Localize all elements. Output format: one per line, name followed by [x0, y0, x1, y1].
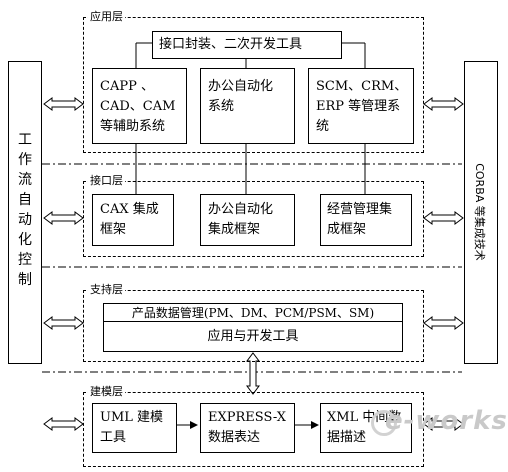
express-x-box: [200, 403, 295, 453]
interface-layer: [83, 181, 424, 257]
management-system-box: [308, 68, 414, 144]
xml-data-box: [320, 403, 412, 453]
pdm-text: 产品数据管理(PM、DM、PCM/PSM、SM): [131, 306, 375, 320]
interface-layer-label: 接口层: [88, 174, 125, 187]
workflow-control-label: 工作流自动化控制: [18, 132, 32, 288]
office-automation-system-box: [200, 68, 295, 144]
mgmt-line-3: 统: [316, 119, 330, 134]
business-framework-box: [320, 194, 412, 246]
cax-line-2: 框架: [100, 222, 127, 237]
interface-wrapper-text: 接口封装、二次开发工具: [159, 37, 303, 52]
uml-tool-box: [92, 403, 177, 453]
cax-line-1: CAX 集成: [100, 202, 159, 217]
capp-system-box: [92, 68, 187, 144]
double-arrow-icon: [43, 97, 464, 431]
dev-tools-text: 应用与开发工具: [207, 329, 299, 344]
office-line-2: 系统: [208, 99, 235, 114]
modeling-layer-label: 建模层: [88, 385, 125, 398]
workflow-control-column: [8, 61, 42, 364]
mgmt-line-1: SCM、CRM、: [316, 79, 408, 94]
biz-fw-line-2: 成框架: [327, 222, 367, 237]
xml-line-2: 据描述: [327, 430, 367, 445]
uml-line-2: 工具: [100, 430, 127, 445]
application-layer: [83, 17, 424, 153]
modeling-layer: [83, 392, 424, 467]
cax-framework-box: [92, 194, 174, 246]
corba-column: [464, 61, 498, 364]
biz-fw-line-1: 经营管理集: [327, 202, 393, 217]
capp-line-2: CAD、CAM: [100, 99, 176, 114]
capp-line-3: 等辅助系统: [100, 119, 166, 134]
office-line-1: 办公自动化: [208, 79, 274, 94]
support-layer-label: 支持层: [88, 283, 125, 296]
capp-line-1: CAPP 、: [100, 79, 154, 94]
watermark-text: e-works: [385, 406, 508, 436]
pdm-divider: [103, 321, 403, 322]
express-line-2: 数据表达: [208, 430, 261, 445]
application-layer-label: 应用层: [88, 10, 125, 23]
express-line-1: EXPRESS-X: [208, 410, 287, 425]
interface-wrapper-box: [152, 31, 342, 59]
corba-label: CORBA 等集成技术: [473, 163, 486, 261]
watermark-logo-icon: [371, 410, 397, 436]
pdm-box: [103, 303, 403, 352]
office-fw-line-2: 集成框架: [208, 222, 261, 237]
office-framework-box: [200, 194, 295, 246]
uml-line-1: UML 建模: [100, 410, 164, 425]
mgmt-line-2: ERP 等管理系: [316, 99, 401, 114]
support-layer: [83, 290, 424, 362]
office-fw-line-1: 办公自动化: [208, 202, 274, 217]
